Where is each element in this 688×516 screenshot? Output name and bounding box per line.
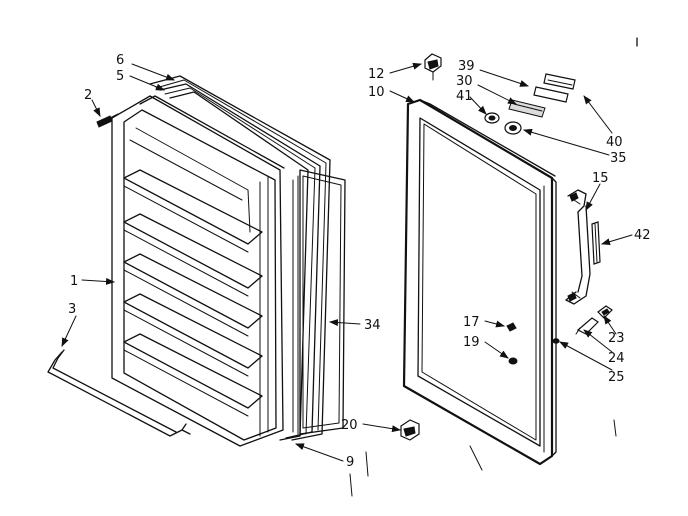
screw-part-2 — [96, 113, 119, 128]
label-part-10: 10 — [368, 85, 385, 100]
label-part-6: 6 — [116, 53, 124, 68]
label-part-20: 20 — [341, 418, 358, 433]
trim-strip-30a — [533, 86, 569, 103]
top-hinge-pin — [424, 53, 442, 81]
door-handle — [565, 189, 591, 305]
label-part-34: 34 — [364, 318, 381, 333]
handle-insert — [591, 221, 601, 265]
label-part-39: 39 — [458, 59, 475, 74]
label-part-5: 5 — [116, 69, 124, 84]
outer-door-frame — [402, 98, 557, 466]
label-part-19: 19 — [463, 335, 480, 350]
plug-part-41 — [484, 112, 500, 124]
label-part-42: 42 — [634, 228, 651, 243]
screw-part-19 — [508, 357, 518, 365]
label-part-9: 9 — [346, 455, 354, 470]
trim-strip-39 — [543, 73, 576, 90]
handle-screw-24 — [575, 317, 599, 335]
label-part-25: 25 — [608, 370, 625, 385]
label-part-17: 17 — [463, 315, 480, 330]
label-part-15: 15 — [592, 171, 609, 186]
leader-lines — [61, 62, 633, 462]
door-inner-liner — [111, 95, 285, 447]
handle-screw-23 — [597, 305, 613, 319]
label-part-30: 30 — [456, 74, 473, 89]
scan-mark — [349, 473, 353, 497]
label-part-40: 40 — [606, 135, 623, 150]
label-part-23: 23 — [608, 331, 625, 346]
shelf-retainer-wire — [47, 349, 191, 437]
scan-mark — [613, 419, 617, 437]
label-part-12: 12 — [368, 67, 385, 82]
scan-mark — [469, 445, 483, 471]
screw-part-17 — [506, 322, 517, 332]
label-part-1: 1 — [70, 274, 78, 289]
label-part-41: 41 — [456, 89, 473, 104]
label-part-2: 2 — [84, 88, 92, 103]
trim-strip-30b — [508, 99, 546, 118]
plug-part-35 — [504, 121, 522, 135]
scan-mark — [365, 451, 369, 477]
label-part-3: 3 — [68, 302, 76, 317]
label-part-24: 24 — [608, 351, 625, 366]
handle-screw-25 — [552, 338, 560, 344]
label-part-35: 35 — [610, 151, 627, 166]
bottom-hinge-pin — [400, 419, 420, 441]
part-number-labels: 6 5 2 1 3 34 9 20 12 10 39 30 41 40 35 1… — [68, 53, 651, 470]
